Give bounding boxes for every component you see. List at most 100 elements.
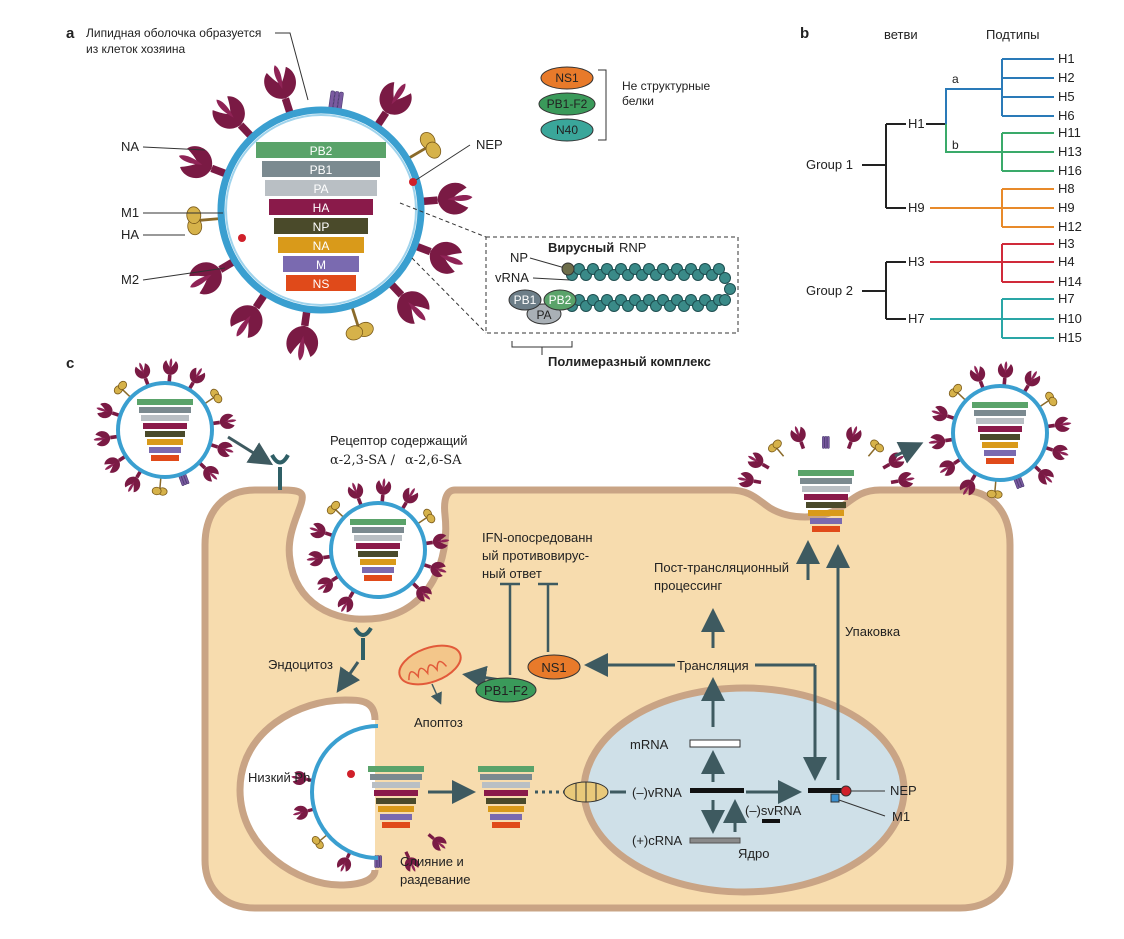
- leaf-h14: H14: [1058, 274, 1082, 289]
- nucleus-label: Ядро: [738, 846, 769, 861]
- nonstructural-bracket: [598, 69, 607, 141]
- segment-bar: [269, 199, 373, 215]
- matrix-layer-m1: [225, 114, 417, 306]
- minus-svrna-bar: [762, 819, 780, 823]
- pb1f2-cell-pill: [475, 677, 537, 703]
- segment-bar: [362, 567, 394, 573]
- na-spike: [326, 500, 344, 518]
- ha-spike: [400, 487, 419, 510]
- virion-released: [928, 361, 1072, 499]
- mitochondrion: [398, 644, 462, 686]
- pb1f2-cell-label: PB1-F2: [484, 683, 528, 698]
- virion-large: [178, 65, 473, 361]
- node-h1: H1: [908, 116, 925, 131]
- ha-spike: [427, 833, 447, 851]
- ha-spike: [414, 242, 464, 274]
- envelope: [116, 381, 214, 479]
- segment-bar: [354, 535, 402, 541]
- ha-spike: [747, 452, 770, 470]
- ha-spike: [337, 590, 356, 613]
- envelope-label-line1: Липидная оболочка образуется: [86, 26, 261, 40]
- envelope-leader-line: [275, 32, 309, 101]
- ha-spike: [425, 533, 450, 549]
- rnp-np-label: NP: [510, 250, 528, 265]
- post-translation-line2: процессинг: [654, 578, 722, 593]
- ha-spike: [309, 522, 333, 539]
- callout-ha: HA: [121, 227, 185, 242]
- polymerase-complex-label: Полимеразный комплекс: [548, 354, 711, 369]
- na-spike: [311, 833, 328, 849]
- ha-spike: [931, 405, 955, 422]
- segment-bar: [812, 526, 840, 532]
- panel-c-letter: c: [66, 355, 74, 372]
- ha-spike: [187, 367, 206, 390]
- ifn-label-line1: IFN-опосредованн: [482, 530, 593, 545]
- na-spike: [767, 439, 785, 457]
- nep-dot-2: [238, 234, 246, 242]
- na-spike: [948, 383, 966, 401]
- leaf-h13: H13: [1058, 144, 1082, 159]
- leaf-h11: H11: [1058, 125, 1081, 140]
- minus-vrna-label: (–)vRNA: [632, 785, 682, 800]
- ha-spike: [96, 402, 120, 419]
- callout-na-label: NA: [121, 139, 139, 154]
- segment-bar: [360, 559, 396, 565]
- segment-bar: [986, 458, 1014, 464]
- segment-bar: [972, 402, 1028, 408]
- ha-spike: [997, 361, 1014, 386]
- segment-bar-label: NA: [313, 239, 330, 253]
- segment-bar-label: PB2: [310, 144, 333, 158]
- nep-cell-label: NEP: [890, 783, 917, 798]
- segment-bar: [798, 470, 854, 476]
- virion-spikes: [178, 65, 473, 361]
- ha-spike: [790, 426, 806, 450]
- apoptosis-label: Апоптоз: [414, 715, 463, 730]
- vrna-export-bar: [808, 788, 844, 793]
- segment-bar: [137, 399, 193, 405]
- segment-bar-label: PB1: [310, 163, 333, 177]
- segment-bar: [976, 418, 1024, 424]
- segment-bar: [478, 766, 534, 772]
- na-spike: [417, 508, 436, 525]
- segment-bar: [806, 502, 846, 508]
- ha-spike: [286, 310, 319, 361]
- segment-bar: [286, 275, 356, 291]
- ns1-pill: [540, 66, 594, 90]
- segment-bar: [358, 551, 398, 557]
- ifn-label-line3: ный ответ: [482, 566, 542, 581]
- m2-channel: [822, 436, 830, 449]
- ns1-cell-pill: [527, 654, 581, 680]
- virion-endocytosing: [306, 478, 450, 613]
- minus-vrna-bar: [690, 788, 744, 793]
- callout-m2-label: M2: [121, 272, 139, 287]
- segment-bar: [370, 774, 422, 780]
- ha-spike: [375, 478, 392, 503]
- envelope-label-line2: из клеток хозяина: [86, 42, 186, 56]
- ha-spike: [134, 362, 151, 386]
- group-2-label: Group 2: [806, 283, 853, 298]
- low-ph-label: Низкий Ph: [248, 770, 310, 785]
- ns1-label: NS1: [555, 71, 579, 85]
- pb1f2-pill: [538, 92, 596, 116]
- ifn-label-line2: ый противовирус-: [482, 548, 589, 563]
- pb1-subunit: [508, 289, 542, 311]
- segment-bar: [278, 237, 364, 253]
- ha-spike: [846, 426, 862, 450]
- nep-dot: [409, 178, 417, 186]
- segment-bar: [486, 798, 526, 804]
- ha-spike: [374, 82, 412, 128]
- rnp-helix: [561, 262, 736, 312]
- ha-spike: [347, 482, 364, 506]
- phylogenetic-tree: b ветви Подтипы Group 1 Group 2 H1 H9 H3…: [800, 25, 1082, 345]
- pb1-label: PB1: [514, 293, 537, 307]
- segment-bar: [265, 180, 377, 196]
- ha-spike: [404, 851, 419, 872]
- rnp-title-2: RNP: [619, 240, 646, 255]
- segment-bar: [256, 142, 386, 158]
- segment-bar: [974, 410, 1026, 416]
- ha-spike: [93, 431, 118, 447]
- m1-cell-square: [830, 793, 840, 803]
- leaf-h1: H1: [1058, 51, 1075, 66]
